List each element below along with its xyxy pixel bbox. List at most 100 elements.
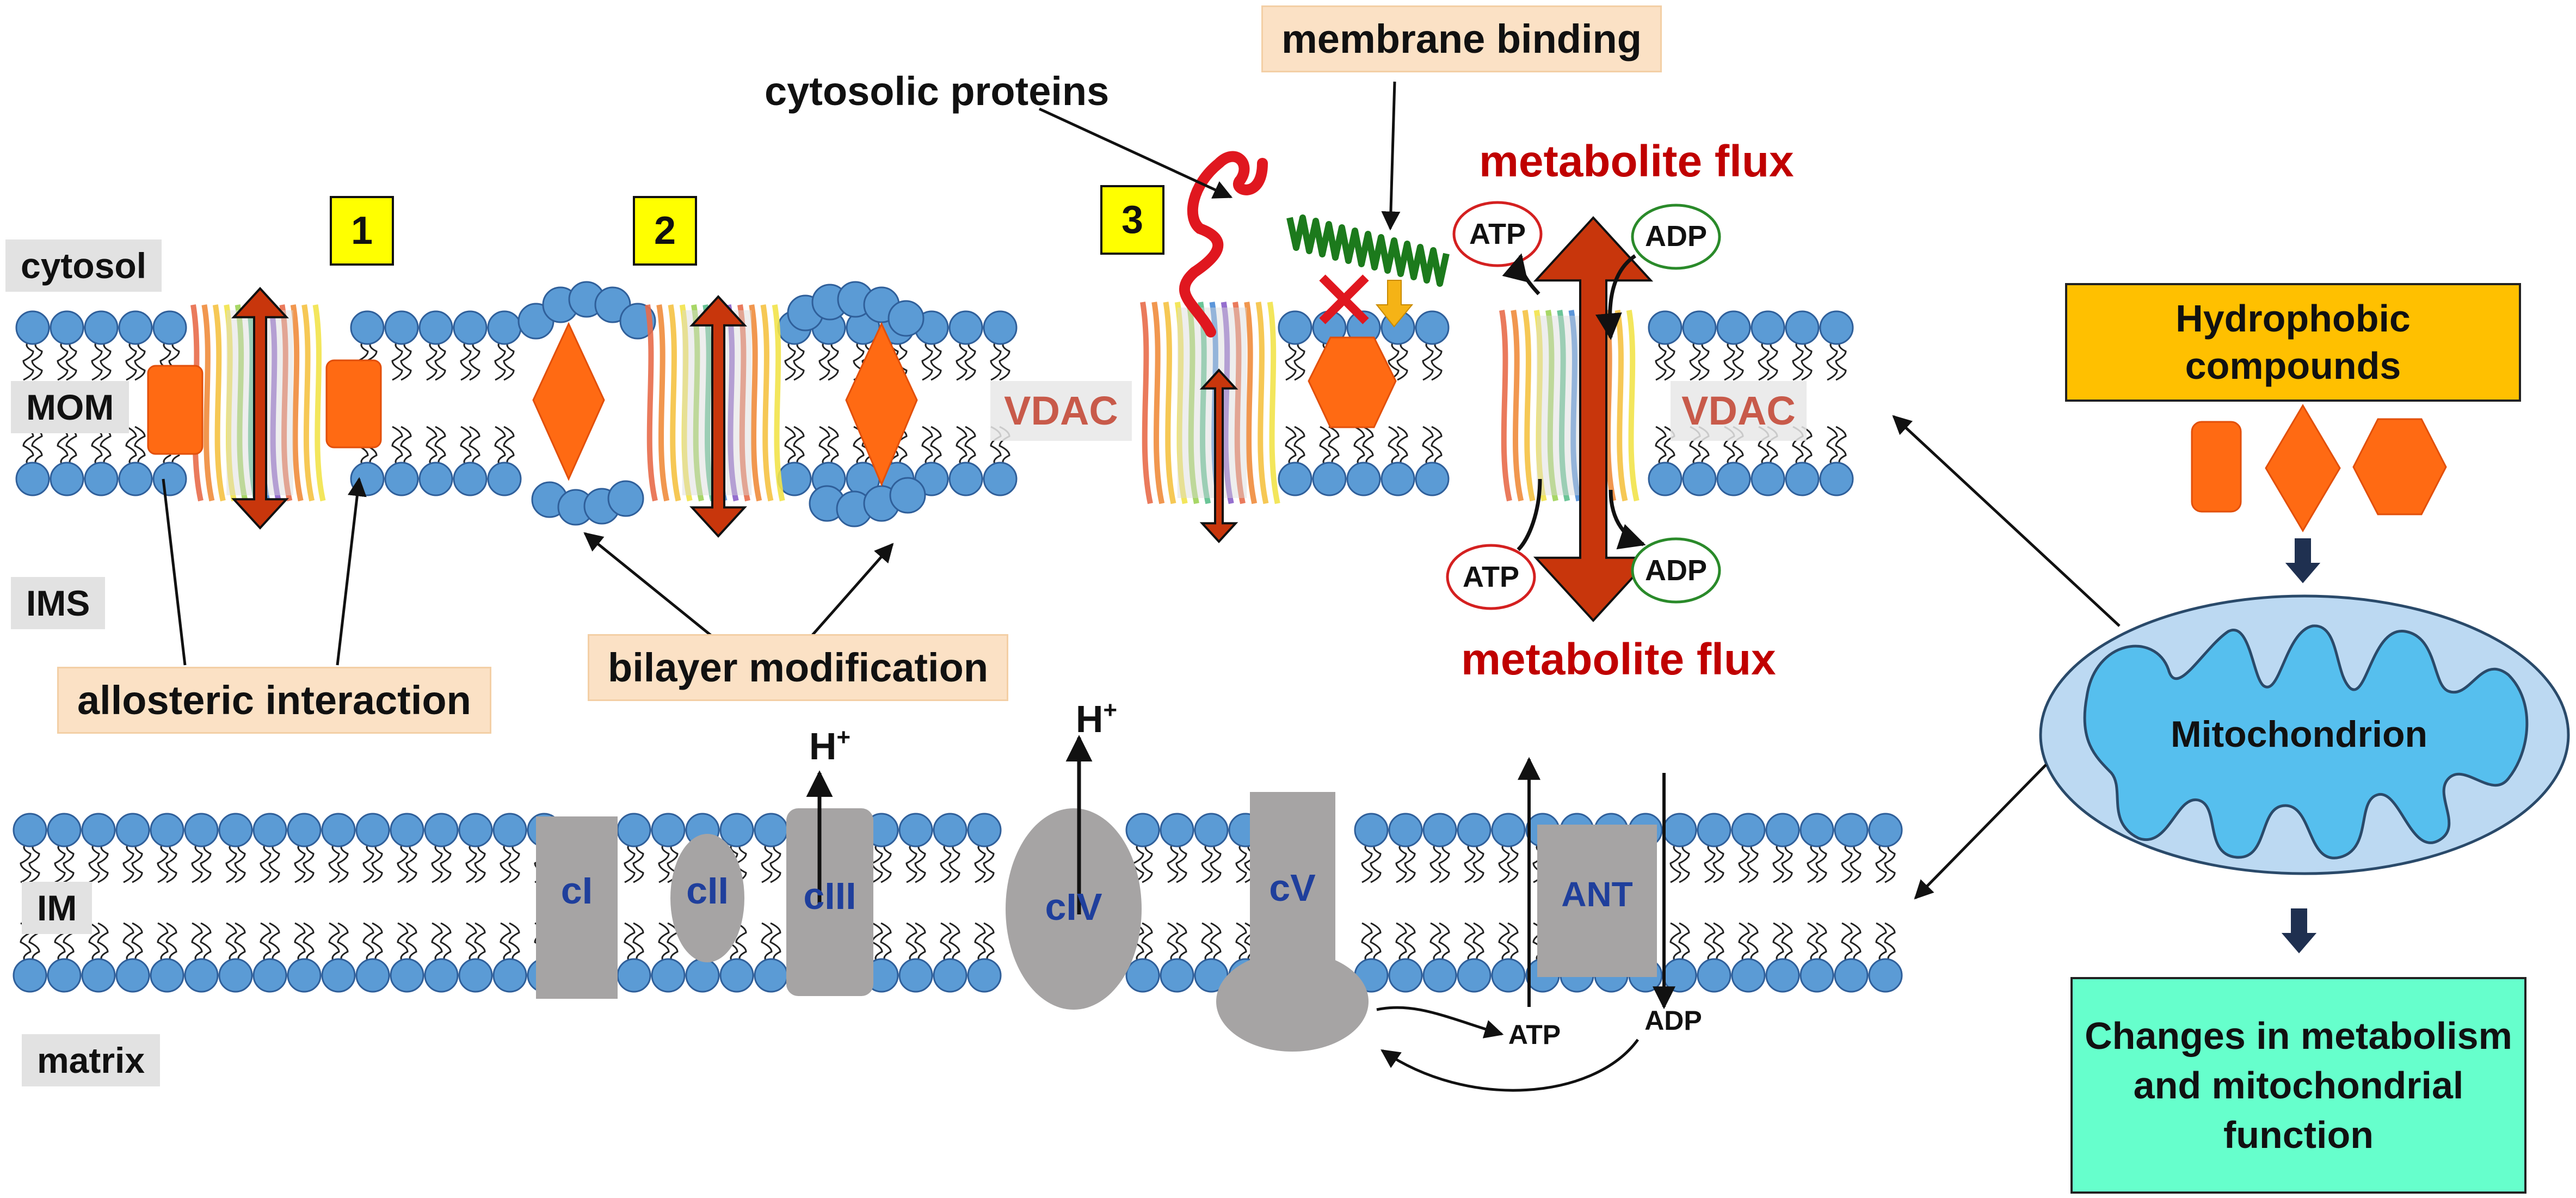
lipid-tail: [964, 341, 976, 381]
lipid-head: [1388, 958, 1423, 993]
lipid-head: [424, 813, 459, 847]
lipid-tail: [974, 922, 986, 962]
lipid-head: [1682, 310, 1717, 345]
complex-iv: [1006, 808, 1142, 1010]
cytosol-label: cytosol: [5, 239, 162, 292]
lipid-head: [1868, 958, 1903, 993]
lipid-tail: [440, 922, 452, 962]
lipid-head: [1834, 958, 1869, 993]
lipid-head: [1751, 310, 1785, 345]
lipid-head: [115, 813, 150, 847]
lipid-tail: [1167, 922, 1179, 962]
lipid-tail: [405, 843, 417, 883]
allosteric-interaction-label: allosteric interaction: [57, 667, 491, 734]
lipid-tail: [165, 843, 177, 883]
vdac-strand: [645, 304, 658, 502]
lipid-head: [1662, 958, 1697, 993]
lipid-head: [252, 958, 287, 993]
bilayer-pointer-1: [583, 532, 714, 638]
lipid-head: [150, 958, 184, 993]
complex-iii: [786, 808, 873, 996]
lipid-tail: [827, 341, 839, 381]
lipid-tail: [57, 341, 69, 381]
lipid-tail: [1781, 843, 1793, 883]
lipid-head: [390, 958, 424, 993]
lipid-tail: [337, 843, 349, 883]
lipid-tail: [983, 922, 995, 962]
lipid-tail: [1815, 843, 1827, 883]
atp-bottom-label: ATP: [1463, 561, 1519, 593]
lipid-tail: [1472, 922, 1484, 962]
lipid-tail: [1689, 341, 1701, 381]
lipid-tail: [1841, 843, 1853, 883]
atp-top-label: ATP: [1469, 218, 1526, 250]
lipid-head: [81, 958, 116, 993]
vdac-label-bg-1: [990, 381, 1132, 441]
vdac-strand: [1151, 302, 1165, 505]
lipid-head: [948, 462, 983, 496]
lipid-tail: [294, 922, 306, 962]
lipid-tail: [1884, 922, 1896, 962]
lipid-tail: [1167, 843, 1179, 883]
lipid-tail: [793, 341, 805, 381]
lipid-tail: [1841, 922, 1853, 962]
lipid-tail: [1285, 341, 1297, 381]
lipid-tail: [769, 843, 781, 883]
vdac-strand: [737, 304, 750, 502]
vdac-strand: [656, 304, 670, 502]
lipid-head: [1834, 813, 1869, 847]
complex-i: [536, 816, 618, 999]
lipid-tail: [503, 426, 515, 466]
lipid-head: [719, 958, 754, 993]
lipid-tail: [1464, 843, 1476, 883]
lipid-tail: [1395, 922, 1407, 962]
lipid-head: [1422, 958, 1457, 993]
lipid-head: [152, 310, 187, 345]
lipid-head: [84, 310, 119, 345]
lipid-tail: [632, 843, 644, 883]
lipid-tail: [500, 843, 511, 883]
proton-label-2: H+: [1076, 697, 1117, 740]
vdac-strand: [702, 304, 716, 502]
lipid-tail: [1747, 843, 1759, 883]
lipid-tail: [940, 922, 952, 962]
lipid-tail: [1738, 843, 1750, 883]
lipid-tail: [405, 922, 417, 962]
membrane-binding-label: membrane binding: [1261, 5, 1662, 72]
lipid-head: [1682, 462, 1717, 496]
lipid-tail: [1850, 843, 1862, 883]
lipid-head: [115, 958, 150, 993]
lipid-head: [1125, 958, 1160, 993]
lipid-tail: [328, 843, 340, 883]
lipid-head: [1765, 958, 1800, 993]
lipid-tail: [391, 426, 403, 466]
lipid-tail: [1210, 922, 1222, 962]
lipid-tail: [1370, 843, 1382, 883]
lipid-tail: [880, 843, 892, 883]
lipid-head: [84, 462, 119, 496]
lipid-tail: [31, 341, 43, 381]
lipid-tail: [460, 426, 472, 466]
lipid-tail: [28, 843, 40, 883]
lipid-head: [47, 813, 82, 847]
lipid-tail: [1141, 843, 1153, 883]
lipid-head: [384, 310, 419, 345]
lipid-tail: [1669, 922, 1681, 962]
lipid-tail: [122, 922, 134, 962]
mitochondrion-inner: [2083, 624, 2529, 859]
lipid-tail: [362, 922, 374, 962]
lipid-tail: [100, 341, 112, 381]
lipid-tail: [632, 922, 644, 962]
lipid-head: [50, 462, 84, 496]
vdac-label-2: VDAC: [1681, 388, 1796, 433]
lipid-tail: [371, 843, 383, 883]
lipid-head: [1346, 462, 1381, 496]
lipid-tail: [1792, 341, 1804, 381]
lipid-head: [617, 958, 651, 993]
lipid-head: [350, 310, 385, 345]
adp-in-arrow: [1595, 254, 1636, 340]
lipid-tail: [1498, 922, 1510, 962]
lipid-tail: [1826, 426, 1838, 466]
lipid-head: [983, 462, 1018, 496]
lipid-tail: [1747, 922, 1759, 962]
